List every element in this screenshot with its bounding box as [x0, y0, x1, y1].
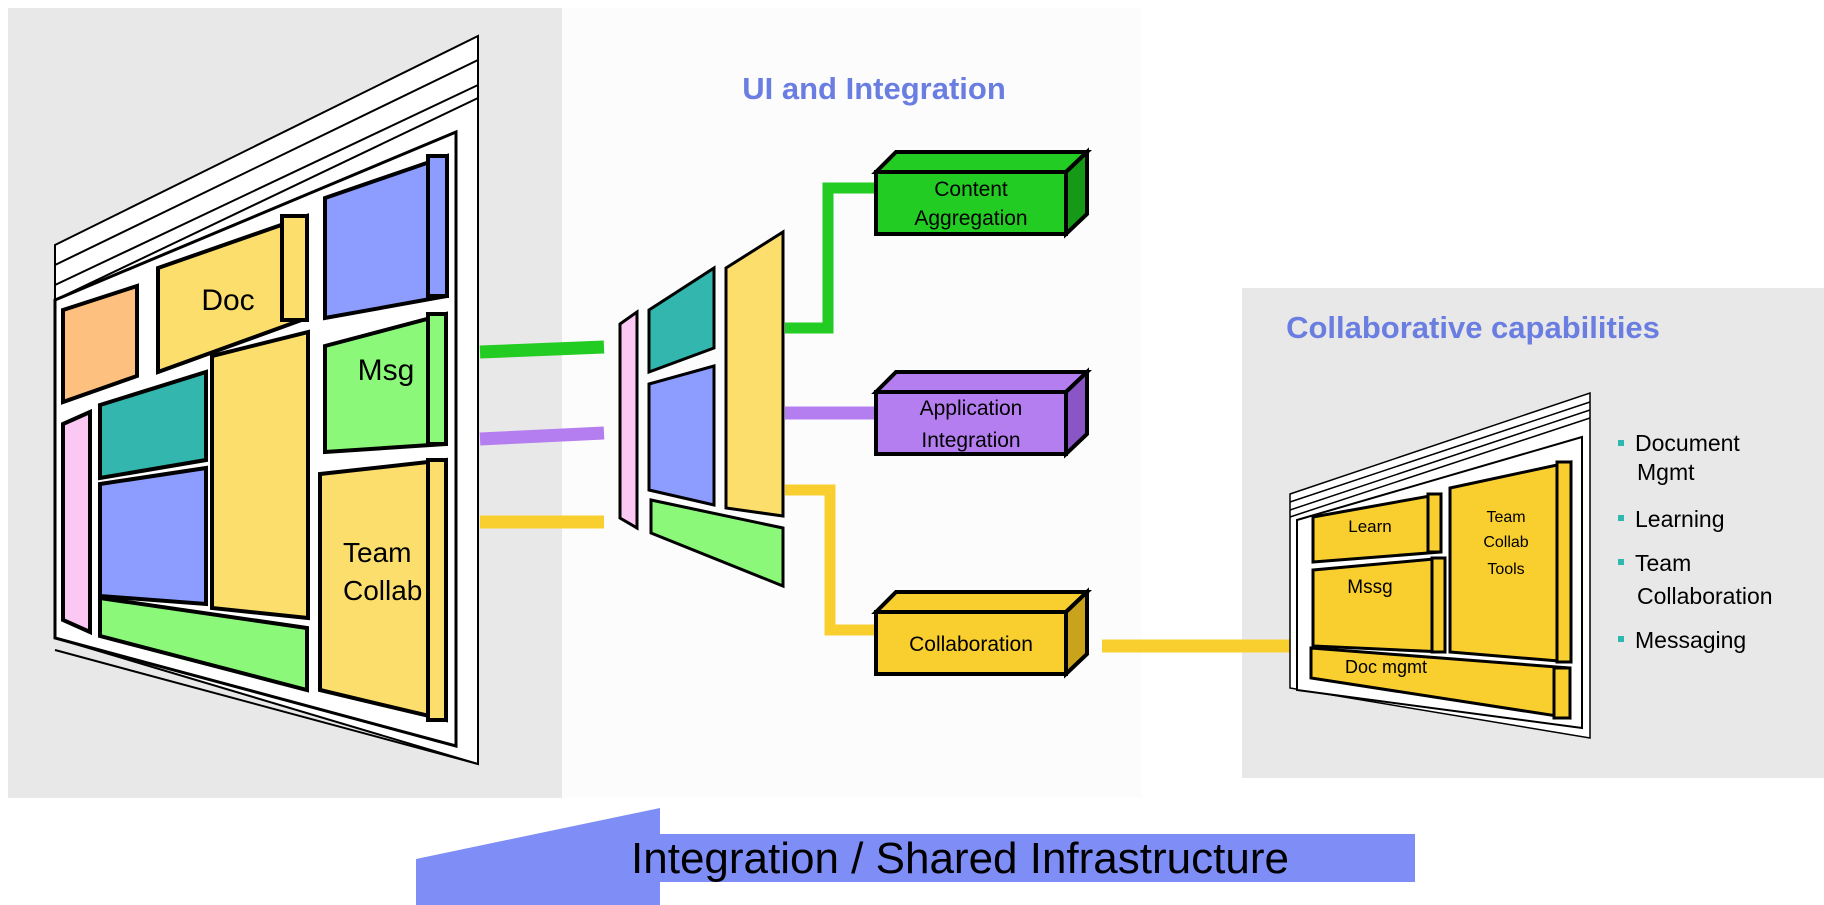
rtile-mssg	[1311, 556, 1447, 654]
collab-capabilities-heading: Collaborative capabilities	[1286, 310, 1660, 345]
content-aggregation-line2: Aggregation	[914, 207, 1027, 230]
bullet-document-line2: Mgmt	[1637, 459, 1695, 485]
mini-blue	[647, 364, 716, 507]
bullet-document: Document	[1635, 430, 1740, 456]
left-doc-label: Doc	[201, 284, 254, 317]
right-collab-label: Collab	[1483, 534, 1528, 551]
content-aggregation-box	[871, 147, 1092, 239]
application-integration-line1: Application	[920, 397, 1023, 420]
bullet-marker	[1618, 440, 1624, 446]
content-aggregation-line1: Content	[934, 178, 1008, 201]
tile-blue-mid	[98, 465, 208, 607]
collaboration-box	[871, 587, 1092, 679]
tile-doc-edge	[280, 214, 309, 322]
tile-green-bottom	[98, 595, 309, 693]
bullet-team-line2: Collaboration	[1637, 583, 1773, 609]
ui-integration-heading: UI and Integration	[742, 71, 1006, 106]
tile-orange	[61, 283, 139, 405]
left-msg-label: Msg	[358, 354, 415, 387]
infrastructure-arrow-label: Integration / Shared Infrastructure	[631, 834, 1289, 883]
tile-msg-edge	[426, 312, 448, 446]
mini-pink	[618, 309, 639, 531]
bullet-learning: Learning	[1635, 506, 1725, 532]
connector-green-right	[785, 182, 880, 334]
application-integration-box	[871, 367, 1092, 459]
right-learn-label: Learn	[1348, 517, 1391, 536]
right-portal-tiles	[1309, 460, 1573, 720]
mini-yellow	[724, 229, 785, 518]
tile-yellow-center	[210, 329, 310, 621]
tile-team-collab-edge	[426, 458, 448, 722]
left-portal-tiles	[61, 153, 449, 723]
bullet-marker	[1618, 515, 1624, 521]
application-integration-line2: Integration	[921, 429, 1020, 452]
mini-green	[649, 498, 785, 589]
right-mssg-label: Mssg	[1347, 577, 1392, 598]
left-collab-label: Collab	[343, 575, 422, 606]
tile-pink	[61, 408, 92, 636]
bullet-team: Team	[1635, 550, 1691, 576]
tile-blue-top-edge	[426, 154, 449, 298]
left-team-label: Team	[343, 537, 411, 568]
collaboration-label: Collaboration	[909, 633, 1033, 656]
bullet-messaging: Messaging	[1635, 627, 1746, 653]
connector-green-left	[479, 340, 605, 359]
tile-teal	[98, 369, 208, 481]
connector-yellow-right	[785, 484, 880, 636]
capability-list: Document Mgmt Learning Team Collaboratio…	[1618, 430, 1773, 653]
right-docmgmt-label: Doc mgmt	[1345, 657, 1427, 677]
mini-teal	[647, 265, 716, 375]
infrastructure-arrow	[416, 808, 1415, 905]
bullet-marker	[1618, 559, 1624, 565]
bullet-marker	[1618, 636, 1624, 642]
right-tools-label: Tools	[1487, 561, 1524, 578]
middle-portal	[618, 229, 785, 589]
right-team-label: Team	[1486, 509, 1525, 526]
connector-purple-left	[479, 426, 605, 446]
